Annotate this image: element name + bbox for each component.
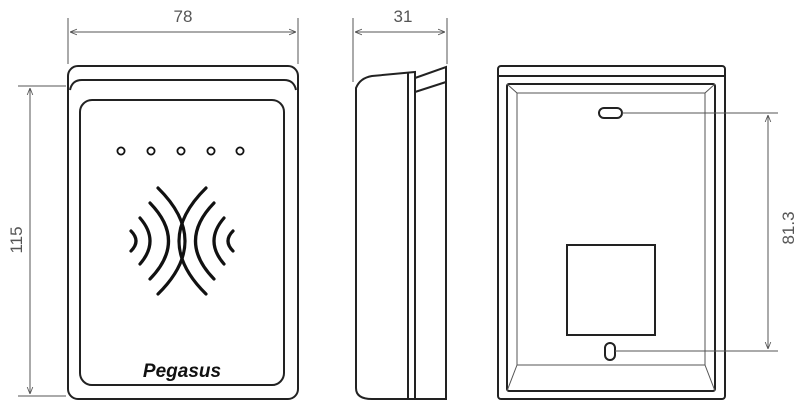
side-view: 31	[352, 7, 448, 400]
height-dimension: 115	[7, 85, 66, 397]
depth-dimension: 31	[352, 7, 448, 82]
back-inner-corner-lines	[506, 83, 716, 392]
side-profile-front	[355, 70, 416, 400]
led-indicator-1	[116, 146, 126, 156]
back-inner-frame	[506, 83, 716, 392]
housing-top-rim	[69, 79, 297, 91]
back-housing	[497, 65, 726, 400]
mounting-hole-top	[598, 107, 623, 119]
led-indicator-4	[206, 146, 216, 156]
reader-housing	[67, 65, 299, 400]
led-indicator-2	[146, 146, 156, 156]
side-profile-step	[414, 81, 447, 93]
mounting-hole-bottom	[604, 342, 616, 361]
back-view: 81.3	[497, 65, 798, 400]
rfid-wave-icon	[129, 186, 235, 296]
led-indicator-5	[235, 146, 245, 156]
hole-spacing-dimension: 81.3	[615, 112, 798, 352]
front-view: 78 115 P	[7, 7, 299, 400]
height-dimension-label: 115	[7, 226, 26, 253]
side-profile-back	[414, 65, 447, 400]
brand-logo-text: Pegasus	[143, 361, 221, 382]
width-dimension-label: 78	[174, 7, 193, 26]
depth-dimension-label: 31	[394, 7, 413, 26]
led-indicators	[116, 146, 245, 156]
width-dimension: 78	[67, 7, 299, 64]
hole-spacing-label: 81.3	[779, 211, 798, 244]
led-indicator-3	[176, 146, 186, 156]
front-panel	[79, 99, 285, 386]
cable-opening	[566, 244, 656, 336]
back-inner-recess	[516, 92, 706, 366]
